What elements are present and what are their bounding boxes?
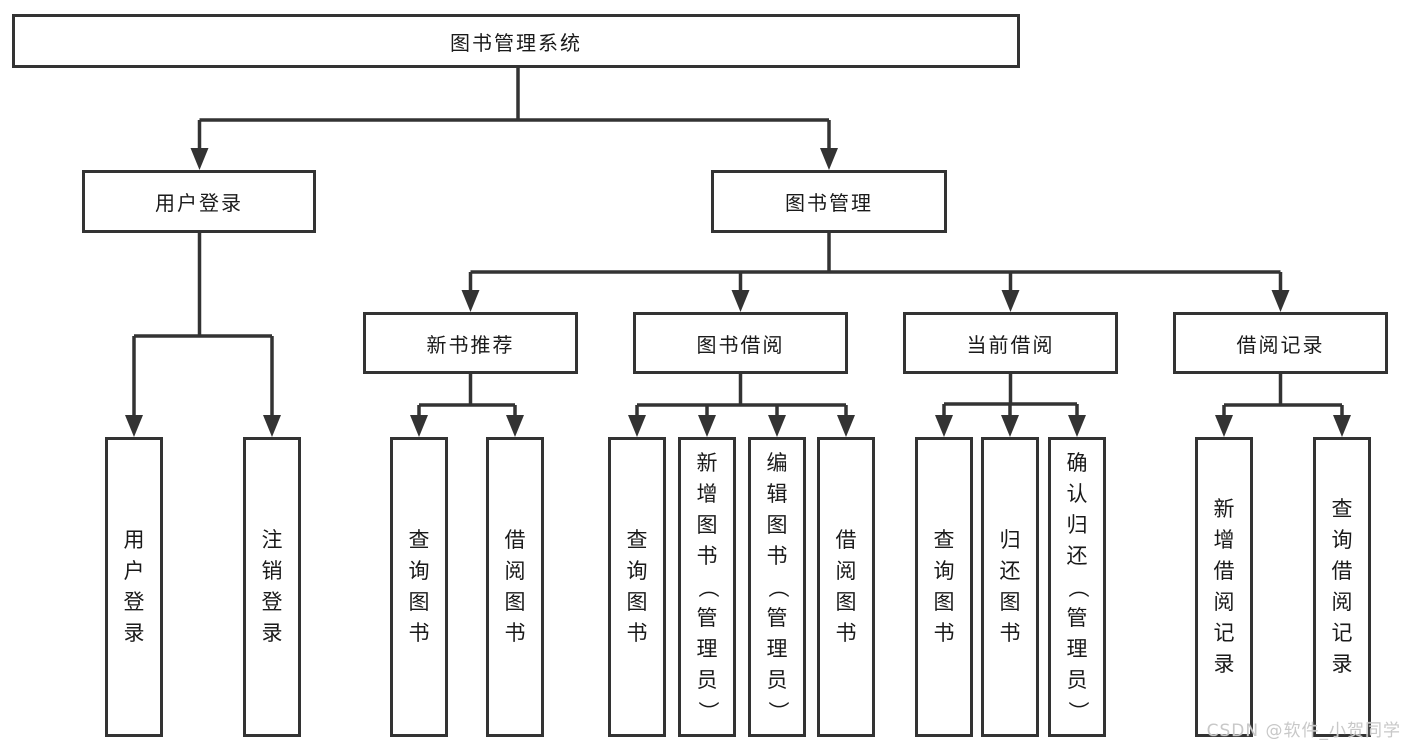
leaf-label: 注销登录 bbox=[261, 528, 283, 645]
node-book-borrow: 图书借阅 bbox=[633, 312, 848, 374]
node-label: 新书推荐 bbox=[426, 332, 515, 357]
node-label: 当前借阅 bbox=[966, 332, 1055, 357]
node-user-login: 用户登录 bbox=[82, 170, 316, 233]
leaf-label: 新增图书（管理员） bbox=[695, 450, 720, 722]
node-borrow-records: 借阅记录 bbox=[1173, 312, 1388, 374]
leaf-query-books: 查询图书 bbox=[390, 437, 448, 737]
node-label: 图书借阅 bbox=[696, 332, 785, 357]
node-label: 图书管理 bbox=[785, 191, 873, 215]
node-current-borrow: 当前借阅 bbox=[903, 312, 1118, 374]
arrowheads bbox=[125, 148, 1351, 437]
node-book-management: 图书管理 bbox=[711, 170, 947, 233]
leaf-user-login: 用户登录 bbox=[105, 437, 163, 737]
leaf-query-borrow-record: 查询借阅记录 bbox=[1313, 437, 1371, 737]
leaf-label: 查询图书 bbox=[626, 528, 648, 645]
node-label: 借阅记录 bbox=[1236, 332, 1325, 357]
leaf-query-books-2: 查询图书 bbox=[608, 437, 666, 737]
leaf-logout-login: 注销登录 bbox=[243, 437, 301, 737]
leaf-label: 新增借阅记录 bbox=[1213, 497, 1235, 676]
leaf-borrow-books: 借阅图书 bbox=[486, 437, 544, 737]
connector-backbones bbox=[134, 68, 1342, 407]
leaf-label: 查询图书 bbox=[933, 528, 955, 645]
csdn-watermark: CSDN @软件_小贺同学 bbox=[1206, 721, 1401, 741]
leaf-label: 编辑图书（管理员） bbox=[765, 450, 790, 722]
leaf-label: 查询图书 bbox=[408, 528, 430, 645]
leaf-borrow-books-2: 借阅图书 bbox=[817, 437, 875, 737]
node-new-book-recommend: 新书推荐 bbox=[363, 312, 578, 374]
arrow-stems bbox=[132, 120, 1344, 419]
leaf-label: 用户登录 bbox=[123, 528, 145, 645]
leaf-add-borrow-record: 新增借阅记录 bbox=[1195, 437, 1253, 737]
node-label: 图书管理系统 bbox=[450, 30, 582, 55]
leaf-label: 借阅图书 bbox=[835, 528, 857, 645]
leaf-label: 确认归还（管理员） bbox=[1065, 450, 1090, 722]
node-library-management-system: 图书管理系统 bbox=[12, 14, 1020, 68]
leaf-label: 查询借阅记录 bbox=[1331, 497, 1353, 676]
leaf-label: 借阅图书 bbox=[504, 528, 526, 645]
leaf-return-books: 归还图书 bbox=[981, 437, 1039, 737]
node-label: 用户登录 bbox=[155, 191, 243, 215]
leaf-add-books-admin: 新增图书（管理员） bbox=[678, 437, 736, 737]
leaf-edit-books-admin: 编辑图书（管理员） bbox=[748, 437, 806, 737]
leaf-label: 归还图书 bbox=[999, 528, 1021, 645]
leaf-confirm-return-admin: 确认归还（管理员） bbox=[1048, 437, 1106, 737]
leaf-query-books-3: 查询图书 bbox=[915, 437, 973, 737]
